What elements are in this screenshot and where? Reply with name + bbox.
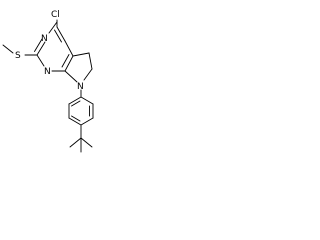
bond-c5-c6	[88, 52, 93, 70]
phenyl-ring	[68, 89, 94, 126]
bond-ph-6-double	[71, 100, 81, 107]
molecule-structure: Cl N S N N	[2, 10, 94, 153]
bond-n3-c2-double	[34, 38, 43, 52]
atom-label-cl: Cl	[51, 10, 60, 20]
pyrimidine-ring	[34, 21, 74, 72]
bond-cq-me-left	[69, 137, 82, 148]
bond-c4a-c5	[72, 52, 90, 57]
bond-c6-n7	[83, 68, 93, 81]
bond-c7a-c4a-double	[61, 54, 70, 68]
atom-label-n-lower: N	[44, 67, 51, 77]
atom-label-s: S	[15, 51, 21, 61]
bond-ph-4-double	[71, 115, 81, 122]
bond-s-methyl	[2, 44, 14, 54]
bond-ph-3	[80, 117, 94, 126]
bond-c4-n3	[48, 21, 58, 34]
bond-c4-double	[54, 29, 62, 43]
bond-cq-me-right	[80, 137, 93, 148]
pyrroline-ring	[64, 52, 93, 83]
bond-n3-c2	[36, 41, 46, 56]
bond-c7a-c4a	[64, 55, 74, 72]
bond-c2-n1	[36, 54, 45, 67]
bond-c4a-c4	[64, 40, 74, 57]
methylthio-group	[2, 44, 38, 56]
bond-ph-6	[68, 96, 82, 105]
bond-n7-c7a	[64, 70, 78, 83]
tert-butyl-group	[69, 124, 93, 153]
atom-label-n-ring: N	[77, 82, 84, 92]
bond-ph-4	[68, 117, 82, 126]
bond-ph-1	[80, 96, 94, 105]
bond-c4-c4-upper	[56, 26, 66, 42]
atom-label-n-upper: N	[41, 34, 48, 44]
